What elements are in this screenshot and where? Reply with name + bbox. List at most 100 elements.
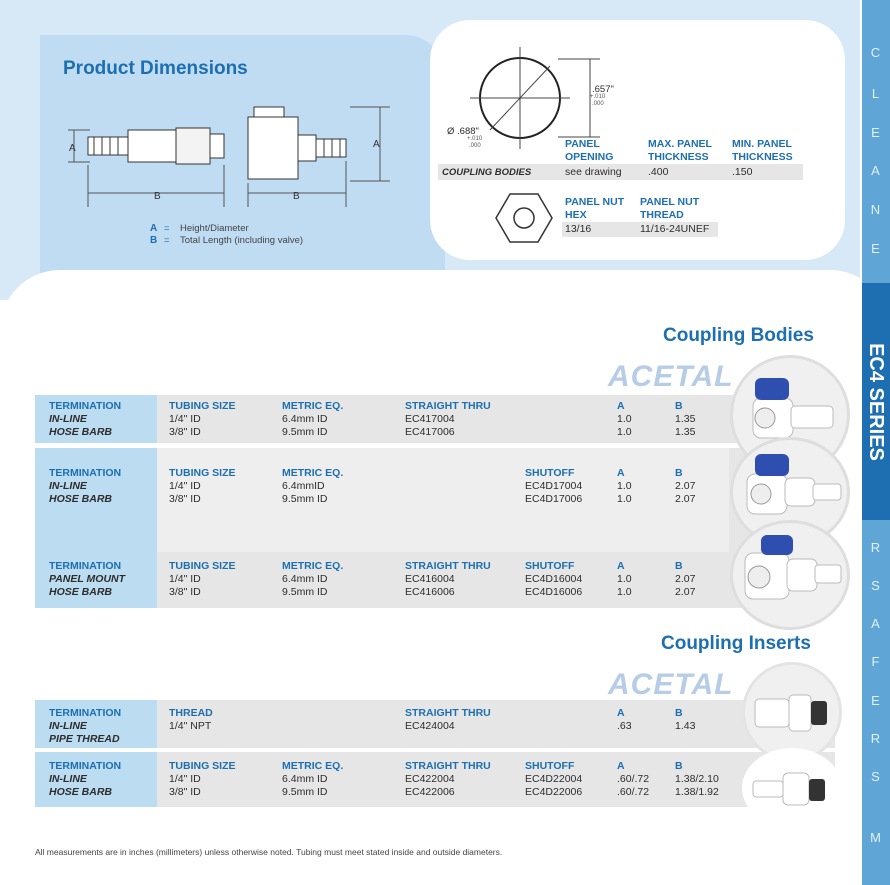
col-header: B	[675, 467, 683, 479]
cutout-cell: .150	[732, 166, 753, 178]
cell: 6.4mm ID	[282, 573, 328, 585]
nut-cell: 11/16-24UNEF	[640, 223, 710, 235]
sidebar-letter: C	[870, 45, 882, 60]
nut-row	[562, 222, 718, 237]
cell: 1.0	[617, 573, 632, 585]
cell: 1.35	[675, 426, 696, 438]
term-cell-bg	[35, 448, 157, 608]
product-image-body-panel	[730, 520, 850, 630]
term-line: PIPE THREAD	[49, 733, 120, 745]
col-header: B	[675, 560, 683, 572]
sidebar-letter: S	[871, 769, 881, 784]
term-label: TERMINATION	[49, 760, 122, 772]
col-straight: STRAIGHT THRU EC416004 EC416006	[405, 560, 491, 599]
table-row-bg	[35, 752, 835, 807]
inserts-material: ACETAL	[608, 668, 734, 701]
cell: .60/.72	[617, 786, 650, 798]
cell: 1/4" ID	[169, 480, 201, 492]
cell: EC4D16004	[525, 573, 583, 585]
legend-key: A	[150, 223, 158, 234]
term-cell: TERMINATION IN-LINE HOSE BARB	[49, 760, 121, 799]
series-tab	[862, 283, 890, 520]
cell: 9.5mm ID	[282, 426, 328, 438]
sidebar-letter: R	[870, 540, 882, 555]
col-tubing: TUBING SIZE 1/4" ID 3/8" ID	[169, 760, 236, 799]
legend-sep: =	[164, 223, 170, 234]
col-header-min: MIN. PANEL THICKNESS	[732, 138, 793, 163]
col-header: B	[675, 760, 683, 772]
col-header: TUBING SIZE	[169, 400, 236, 412]
col-header: STRAIGHT THRU	[405, 400, 491, 412]
col-straight: STRAIGHT THRU EC417004 EC417006	[405, 400, 491, 439]
cell: 1.0	[617, 413, 632, 425]
term-line: HOSE BARB	[49, 493, 113, 505]
col-header: SHUTOFF	[525, 560, 575, 572]
cell: 9.5mm ID	[282, 586, 328, 598]
col-straight: STRAIGHT THRU EC424004	[405, 707, 491, 733]
col-header: METRIC EQ.	[282, 467, 344, 479]
col-header: METRIC EQ.	[282, 560, 344, 572]
product-image-insert-thread	[742, 662, 842, 762]
dim-a-label-2: A	[373, 139, 380, 150]
col-header: SHUTOFF	[525, 760, 575, 772]
cell: 6.4mm ID	[282, 773, 328, 785]
dim-a-label: A	[69, 143, 76, 154]
col-header: A	[617, 760, 625, 772]
panel-opening-drawing	[470, 47, 600, 149]
cell: 3/8" ID	[169, 493, 201, 505]
col-b: B 1.43	[675, 707, 695, 733]
flat-tol-2: .000	[592, 101, 604, 107]
col-header: TUBING SIZE	[169, 467, 236, 479]
cell: EC422004	[405, 773, 455, 785]
col-header: B	[675, 707, 683, 719]
cell: 1/4" ID	[169, 573, 201, 585]
col-b: B 2.07 2.07	[675, 560, 695, 599]
dimension-drawing: A B A B	[68, 106, 390, 207]
cell: 1.38/1.92	[675, 786, 719, 798]
sidebar-letter: E	[871, 241, 881, 256]
flat-dim-label: .657"	[592, 84, 614, 95]
table-row-bg	[35, 700, 835, 748]
col-header: METRIC EQ.	[282, 760, 344, 772]
col-header: A	[617, 467, 625, 479]
sidebar-letter: A	[871, 616, 881, 631]
cell: EC422006	[405, 786, 455, 798]
cell: 1.38/2.10	[675, 773, 719, 785]
sidebar-letter: F	[871, 654, 881, 669]
dimensions-title: Product Dimensions	[63, 58, 248, 79]
cell: 1/4" ID	[169, 773, 201, 785]
cell: 6.4mmID	[282, 480, 325, 492]
cell: 9.5mm ID	[282, 493, 328, 505]
cell: 2.07	[675, 493, 696, 505]
dim-b-label-2: B	[293, 191, 300, 202]
cell: 3/8" ID	[169, 786, 201, 798]
term-label: TERMINATION	[49, 707, 122, 719]
legend-row: A = Height/Diameter	[150, 223, 410, 235]
cell: EC4D17006	[525, 493, 583, 505]
nut-cell: 13/16	[565, 223, 592, 235]
term-line: IN-LINE	[49, 480, 87, 492]
cutout-cell: .400	[648, 166, 669, 178]
bodies-material: ACETAL	[608, 360, 734, 393]
legend-key: B	[150, 235, 158, 246]
col-metric: METRIC EQ. 6.4mm ID 9.5mm ID	[282, 400, 343, 439]
term-cell: TERMINATION IN-LINE PIPE THREAD	[49, 707, 121, 746]
cell: 1/4" NPT	[169, 720, 212, 732]
term-line: PANEL MOUNT	[49, 573, 126, 585]
cell: 3/8" ID	[169, 426, 201, 438]
col-a: A 1.0 1.0	[617, 560, 632, 599]
col-straight: STRAIGHT THRU EC422004 EC422006	[405, 760, 491, 799]
hex-nut-icon	[495, 193, 553, 243]
cell: EC4D22004	[525, 773, 583, 785]
col-thread: THREAD 1/4" NPT	[169, 707, 213, 733]
col-tubing: TUBING SIZE 1/4" ID 3/8" ID	[169, 400, 236, 439]
col-a: A 1.0 1.0	[617, 400, 632, 439]
col-header-opening: PANEL OPENING	[565, 138, 614, 163]
term-cell-bg	[35, 752, 157, 807]
term-cell-bg	[35, 395, 157, 443]
cell: 3/8" ID	[169, 586, 201, 598]
cell: EC4D22006	[525, 786, 583, 798]
term-line: HOSE BARB	[49, 586, 113, 598]
cell: 1/4" ID	[169, 413, 201, 425]
col-header: B	[675, 400, 683, 412]
